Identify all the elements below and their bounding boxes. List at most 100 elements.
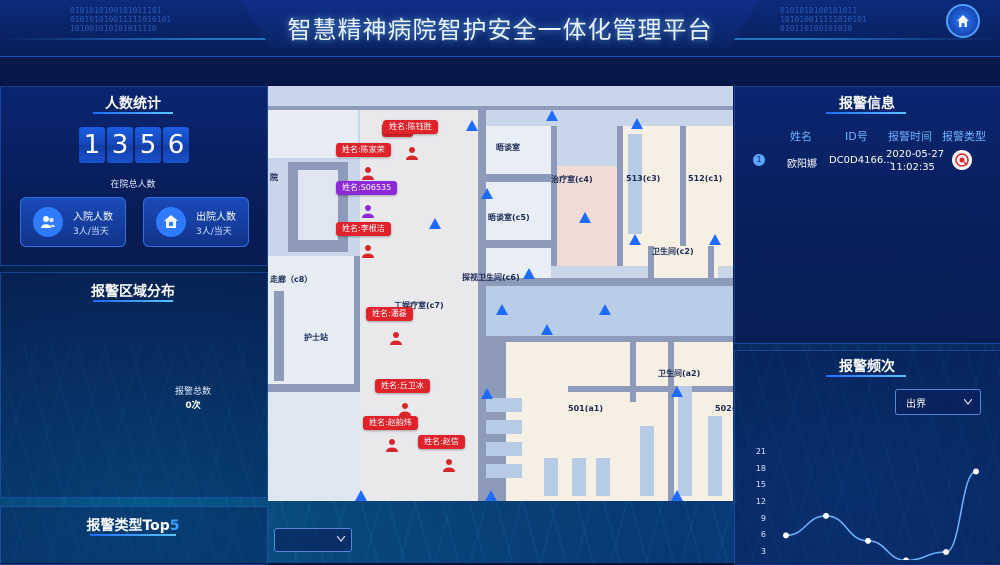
alarm-type-icon[interactable]	[952, 150, 972, 170]
column-header-name: 姓名	[790, 130, 812, 143]
count-digit-4: 6	[163, 127, 189, 163]
patient-tag[interactable]: 姓名:李根洁	[336, 222, 391, 236]
room-label: 502(	[715, 404, 733, 413]
room-label: 513(c3)	[626, 174, 661, 183]
y-tick-label: 21	[755, 447, 766, 456]
chevron-down-icon	[337, 536, 345, 542]
person-icon[interactable]	[362, 166, 374, 180]
y-tick-label: 12	[755, 497, 766, 506]
data-point[interactable]	[865, 537, 871, 544]
room-label: 治疗室(c4)	[551, 175, 593, 184]
data-point[interactable]	[943, 549, 949, 555]
alarm-total-value: 0次	[185, 401, 201, 411]
data-point[interactable]	[823, 512, 829, 519]
room-label: 护士站	[304, 333, 328, 342]
alarm-info-panel	[734, 86, 1000, 344]
alarm-area-title-underline	[93, 300, 173, 302]
alarm-top5-title: 报警类型Top5	[86, 518, 180, 534]
beacon-icon[interactable]	[428, 216, 442, 230]
y-tick-label: 18	[755, 463, 766, 473]
alarm-total-label: 报警总数	[174, 387, 211, 397]
column-header-type: 报警类型	[942, 130, 986, 143]
alarm-top5-title-underline	[90, 534, 176, 536]
beacon-icon[interactable]	[465, 118, 479, 132]
beacon-icon[interactable]	[670, 488, 684, 501]
alarm-info-title: 报警信息	[839, 96, 895, 112]
beacon-icon[interactable]	[480, 186, 494, 200]
beacon-icon[interactable]	[628, 232, 642, 246]
alarm-area-panel	[0, 272, 268, 498]
patient-tag[interactable]: 姓名:陈家荣	[336, 143, 391, 157]
y-tick-label: 15	[755, 480, 766, 490]
alarm-type-select[interactable]: 出界	[895, 389, 981, 415]
alarm-id-cell: DC0D4166...	[829, 155, 893, 166]
alarm-frequency-chart	[783, 468, 979, 560]
home-icon	[957, 15, 969, 27]
beacon-icon[interactable]	[598, 302, 612, 316]
patient-tag[interactable]: 姓名:潘磊	[366, 307, 413, 321]
beacon-icon[interactable]	[630, 116, 644, 130]
person-icon[interactable]	[406, 146, 418, 160]
room-label: 晤谈室	[496, 143, 520, 152]
alarm-frequency-panel	[734, 350, 1000, 565]
person-icon[interactable]	[386, 438, 398, 452]
room-label: 院	[270, 173, 278, 182]
y-tick-label: 9	[760, 513, 766, 523]
y-tick-label: 6	[760, 530, 766, 540]
person-icon[interactable]	[362, 204, 374, 218]
beacon-icon[interactable]	[670, 384, 684, 398]
users-icon	[33, 207, 63, 237]
beacon-icon[interactable]	[522, 266, 536, 280]
total-inpatient-caption: 在院总人数	[110, 180, 156, 190]
patient-tag[interactable]: 姓名:赵韵炜	[363, 416, 418, 430]
beacon-icon[interactable]	[540, 322, 554, 336]
column-header-time: 报警时间	[888, 130, 932, 143]
series-line	[785, 470, 977, 560]
beacon-icon[interactable]	[578, 210, 592, 224]
room-label: 512(c1)	[688, 174, 723, 183]
count-digit-1: 1	[79, 127, 105, 163]
data-point[interactable]	[973, 468, 979, 475]
y-tick-label: 3	[760, 547, 766, 556]
beacon-icon[interactable]	[354, 488, 368, 501]
beacon-icon[interactable]	[708, 232, 722, 246]
person-icon[interactable]	[362, 244, 374, 258]
floor-select[interactable]	[274, 528, 352, 552]
admission-value: 3人/当天	[73, 227, 109, 237]
alarm-time-cell: 11:02:35	[890, 162, 935, 173]
room-label: 卫生间(a2)	[658, 369, 701, 378]
home-button[interactable]	[946, 4, 980, 38]
alarm-area-title: 报警区域分布	[91, 284, 175, 300]
people-stats-title-underline	[93, 112, 173, 114]
room-label: 工娱疗室(c7)	[394, 301, 444, 310]
discharge-label: 出院人数	[196, 212, 236, 223]
data-point[interactable]	[903, 557, 909, 560]
alarm-frequency-title-underline	[826, 375, 906, 377]
floor-map[interactable]: 院 晤谈室 治疗室(c4) 513(c3) 512(c1) 晤谈室(c5) 卫生…	[268, 86, 733, 501]
count-digit-3: 5	[135, 127, 161, 163]
person-icon[interactable]	[390, 331, 402, 345]
row-index-badge: 1	[753, 154, 765, 166]
room-label: 卫生间(c2)	[652, 247, 694, 256]
person-icon[interactable]	[399, 402, 411, 416]
room-label: 晤谈室(c5)	[488, 213, 530, 222]
discharge-value: 3人/当天	[196, 227, 232, 237]
beacon-icon[interactable]	[545, 108, 559, 122]
patient-tag[interactable]: 姓名:陈钰胜	[383, 120, 438, 134]
room-label: 501(a1)	[568, 404, 603, 413]
chevron-down-icon	[964, 399, 972, 405]
alert-icon	[955, 153, 969, 167]
patient-tag[interactable]: 姓名:赵信	[418, 435, 465, 449]
room-label: 走廊（c8）	[270, 275, 313, 284]
person-icon[interactable]	[443, 458, 455, 472]
column-header-id: ID号	[845, 130, 868, 143]
patient-tag[interactable]: 姓名:丘卫冰	[375, 379, 430, 393]
data-point[interactable]	[783, 532, 789, 539]
patient-tag-selected[interactable]: 姓名:S06535	[336, 181, 398, 195]
beacon-icon[interactable]	[495, 302, 509, 316]
beacon-icon[interactable]	[484, 488, 498, 501]
alarm-info-title-underline	[826, 112, 906, 114]
beacon-icon[interactable]	[480, 386, 494, 400]
